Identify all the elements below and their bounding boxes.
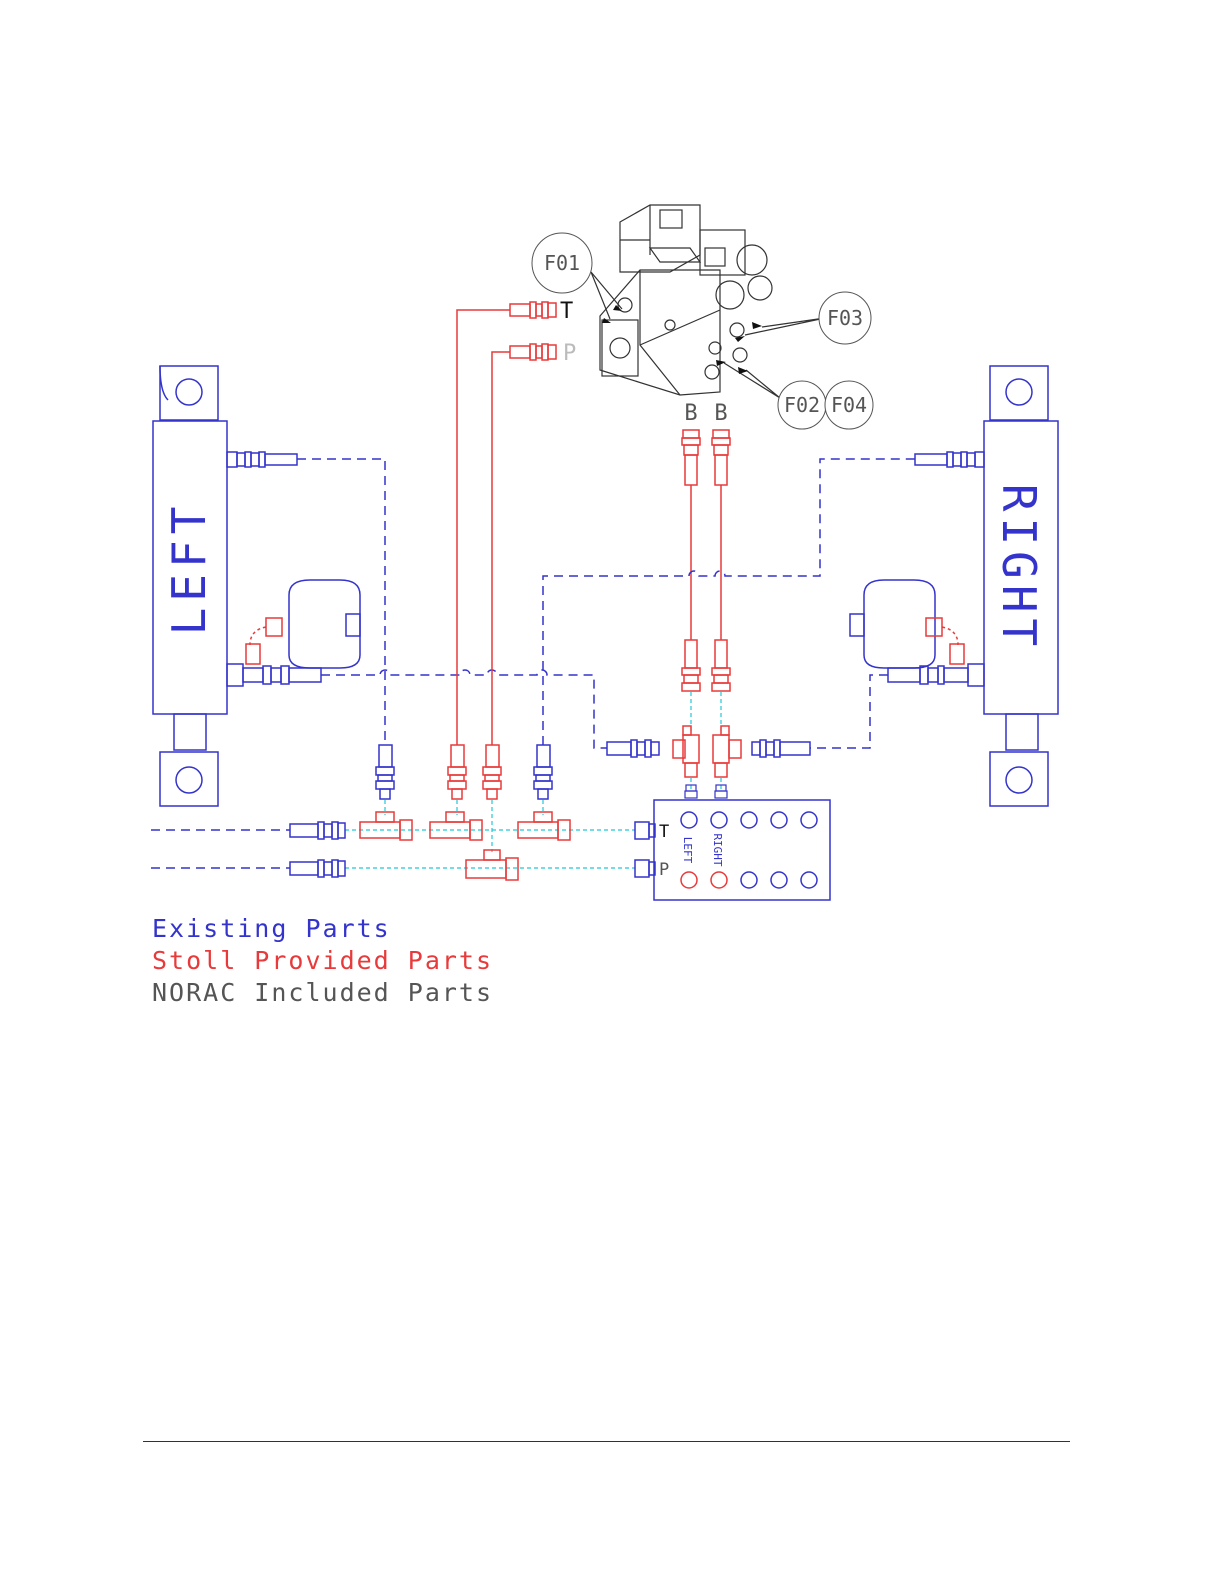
work-port-hoses (682, 430, 730, 691)
valve-tank-fitting: T (510, 299, 573, 324)
left-accumulator-hose (246, 618, 282, 664)
left-accumulator (289, 580, 360, 668)
valve-pressure-fitting: P (510, 341, 576, 366)
legend-stoll-provided-parts: Stoll Provided Parts (152, 946, 493, 976)
callout-f02: F02 (778, 381, 826, 429)
svg-text:P: P (563, 341, 576, 366)
manifold-left-hose (607, 740, 659, 757)
manifold-left-label: LEFT (681, 837, 694, 864)
left-cylinder-label: LEFT (162, 501, 216, 636)
right-cylinder-label: RIGHT (992, 484, 1046, 652)
right-accumulator (850, 580, 935, 668)
hose-end-blue-543 (534, 745, 552, 799)
pressure-line-fitting (290, 860, 345, 877)
callout-f01: F01 (532, 233, 592, 293)
callout-f03: F03 (819, 292, 871, 344)
control-valve-block (591, 205, 825, 398)
svg-text:F01: F01 (544, 251, 580, 275)
footer-rule (143, 1441, 1070, 1442)
norac-manifold (635, 800, 830, 900)
hose-end-red-457 (448, 745, 466, 799)
right-accumulator-hose (926, 618, 964, 664)
callout-f04: F04 (825, 381, 873, 429)
manifold-right-label: RIGHT (711, 833, 724, 866)
right-upper-fitting (915, 452, 984, 467)
hose-end-blue-385 (376, 745, 394, 799)
left-lower-fitting (227, 664, 321, 686)
svg-text:F04: F04 (831, 393, 867, 417)
right-cylinder: RIGHT (984, 366, 1058, 806)
left-upper-fitting (227, 452, 297, 467)
stoll-hose-lines (457, 310, 510, 745)
manifold-pressure-label: P (659, 860, 669, 880)
work-port-b-right: B (714, 401, 727, 426)
valve-tees (673, 726, 741, 777)
existing-hose-lines (151, 459, 915, 868)
work-port-b-left: B (684, 401, 697, 426)
tank-line-fitting (290, 822, 345, 839)
legend-existing-parts: Existing Parts (152, 914, 391, 944)
left-cylinder: LEFT (153, 366, 227, 806)
manifold-tank-label: T (659, 822, 669, 842)
right-lower-fitting (888, 664, 984, 686)
hose-end-red-492 (483, 745, 501, 799)
svg-text:F03: F03 (827, 306, 863, 330)
svg-text:T: T (560, 299, 573, 324)
tee-fittings (360, 812, 570, 880)
legend-norac-included-parts: NORAC Included Parts (152, 978, 493, 1008)
svg-text:F02: F02 (784, 393, 820, 417)
manifold-right-hose (752, 740, 810, 757)
